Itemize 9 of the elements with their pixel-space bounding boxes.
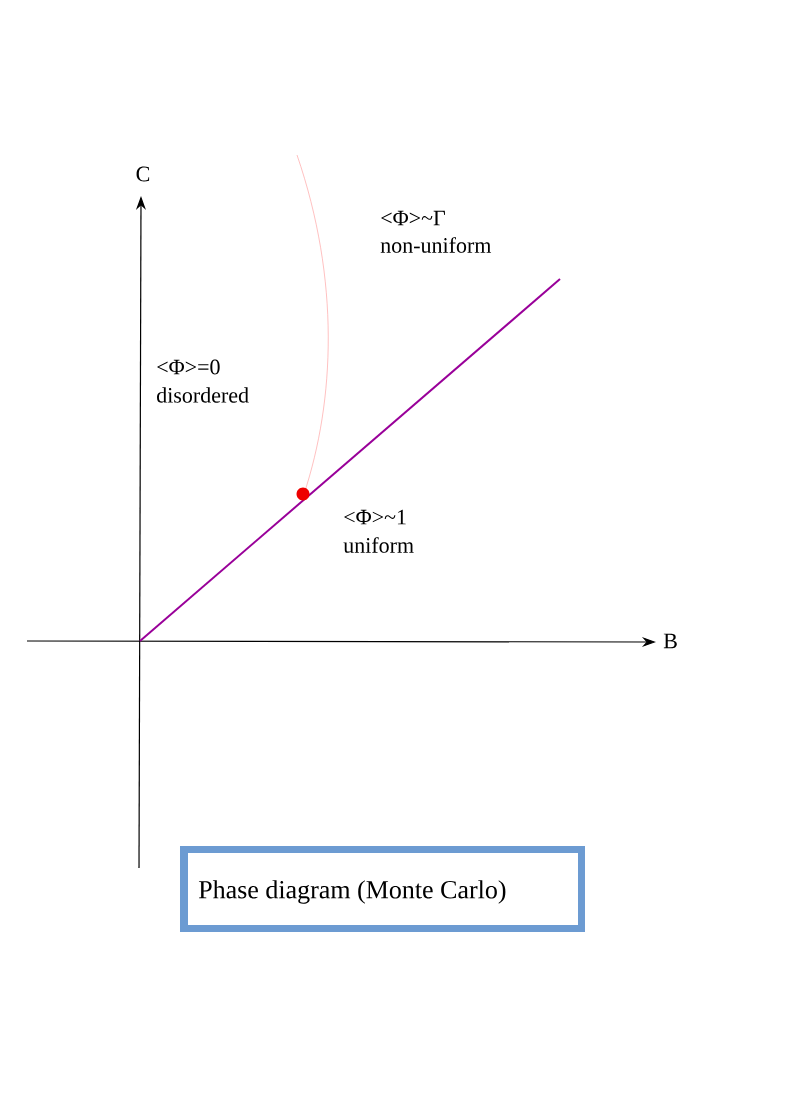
region-label: non-uniform <box>380 237 492 253</box>
caption-box: Phase diagram (Monte Carlo) <box>180 846 585 932</box>
region-label: <Φ>~1 <box>344 509 406 525</box>
axis-label: C <box>136 166 150 182</box>
region-label: disordered <box>157 387 249 403</box>
region-label: <Φ>~Γ <box>381 210 445 226</box>
axis-label: B <box>663 633 677 649</box>
region-label: <Φ>=0 <box>157 359 220 375</box>
region-label: uniform <box>343 537 414 553</box>
